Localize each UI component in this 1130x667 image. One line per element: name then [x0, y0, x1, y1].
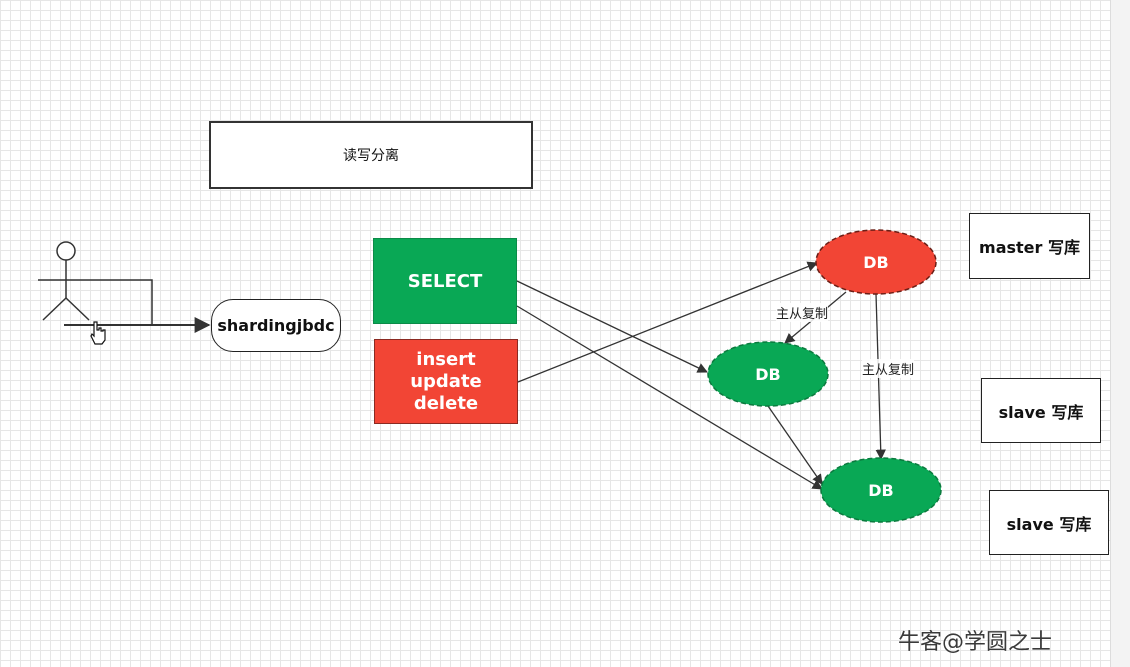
actor-connector	[95, 279, 153, 325]
master-label-box[interactable]: master 写库	[969, 213, 1090, 279]
delete-label: delete	[413, 392, 479, 414]
diagram-title[interactable]: 读写分离	[209, 121, 533, 189]
master-db-label: DB	[863, 253, 888, 272]
hand-cursor-icon	[90, 321, 106, 345]
insert-label: insert	[416, 348, 476, 370]
update-label: update	[410, 370, 482, 392]
actor-figure	[38, 241, 95, 321]
slave-db-1-label: DB	[755, 365, 780, 384]
shardingjbdc-node[interactable]: shardingjbdc	[211, 299, 341, 352]
watermark: 牛客@学圆之士	[898, 630, 1053, 655]
replication-label-2[interactable]: 主从复制	[862, 359, 915, 378]
slave-1-to-slave-2-arrow	[767, 405, 823, 485]
replication-label-1[interactable]: 主从复制	[776, 303, 829, 322]
master-db-node[interactable]: DB	[815, 229, 937, 295]
editor-scroll-gutter[interactable]	[1110, 0, 1130, 667]
slave-db-1-node[interactable]: DB	[707, 341, 829, 407]
slave-label-box-2[interactable]: slave 写库	[989, 490, 1109, 555]
select-node[interactable]: SELECT	[373, 238, 517, 324]
write-to-master-arrow	[517, 261, 818, 383]
slave-label-box-1[interactable]: slave 写库	[981, 378, 1101, 443]
select-to-slave-2-arrow	[516, 305, 823, 490]
select-to-slave-1-arrow	[516, 280, 708, 373]
write-ops-node[interactable]: insert update delete	[374, 339, 518, 424]
slave-db-2-node[interactable]: DB	[820, 457, 942, 523]
slave-db-2-label: DB	[868, 481, 893, 500]
